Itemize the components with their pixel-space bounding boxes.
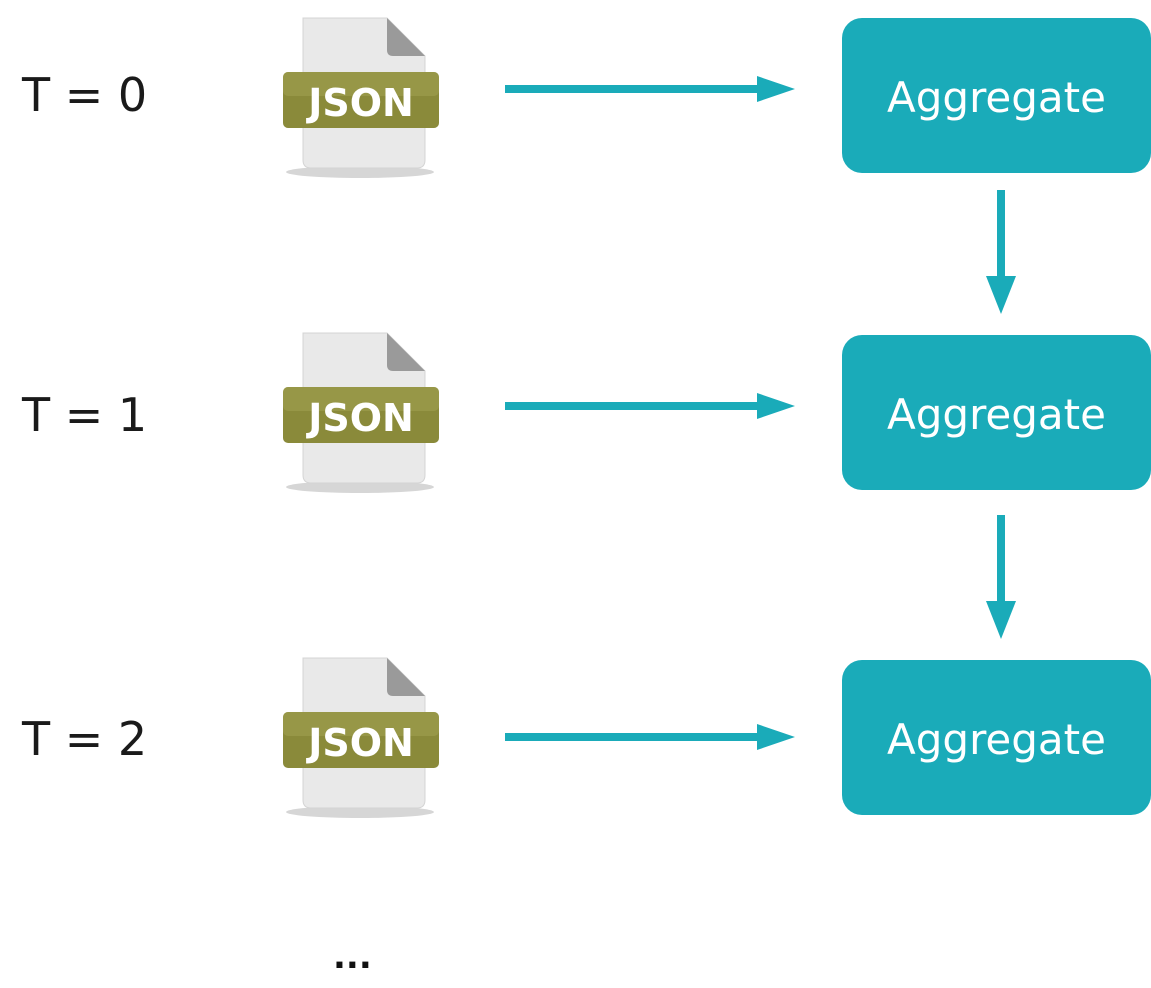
time-label-0: T = 0 <box>22 68 148 122</box>
json-file-label: JSON <box>305 721 414 765</box>
arrow-right-1 <box>505 391 795 421</box>
json-file-label: JSON <box>305 81 414 125</box>
time-label-2: T = 2 <box>22 712 148 766</box>
arrow-down-0 <box>984 190 1018 316</box>
aggregate-box-1: Aggregate <box>842 335 1151 490</box>
json-file-icon: JSON <box>275 325 445 505</box>
json-file-label: JSON <box>305 396 414 440</box>
json-file-icon: JSON <box>275 650 445 830</box>
arrow-right-0 <box>505 74 795 104</box>
json-file-icon: JSON <box>275 10 445 190</box>
aggregate-box-0: Aggregate <box>842 18 1151 173</box>
aggregate-box-2: Aggregate <box>842 660 1151 815</box>
arrow-down-1 <box>984 515 1018 641</box>
arrow-right-2 <box>505 722 795 752</box>
continuation-ellipsis: ... <box>333 937 372 977</box>
time-label-1: T = 1 <box>22 388 148 442</box>
